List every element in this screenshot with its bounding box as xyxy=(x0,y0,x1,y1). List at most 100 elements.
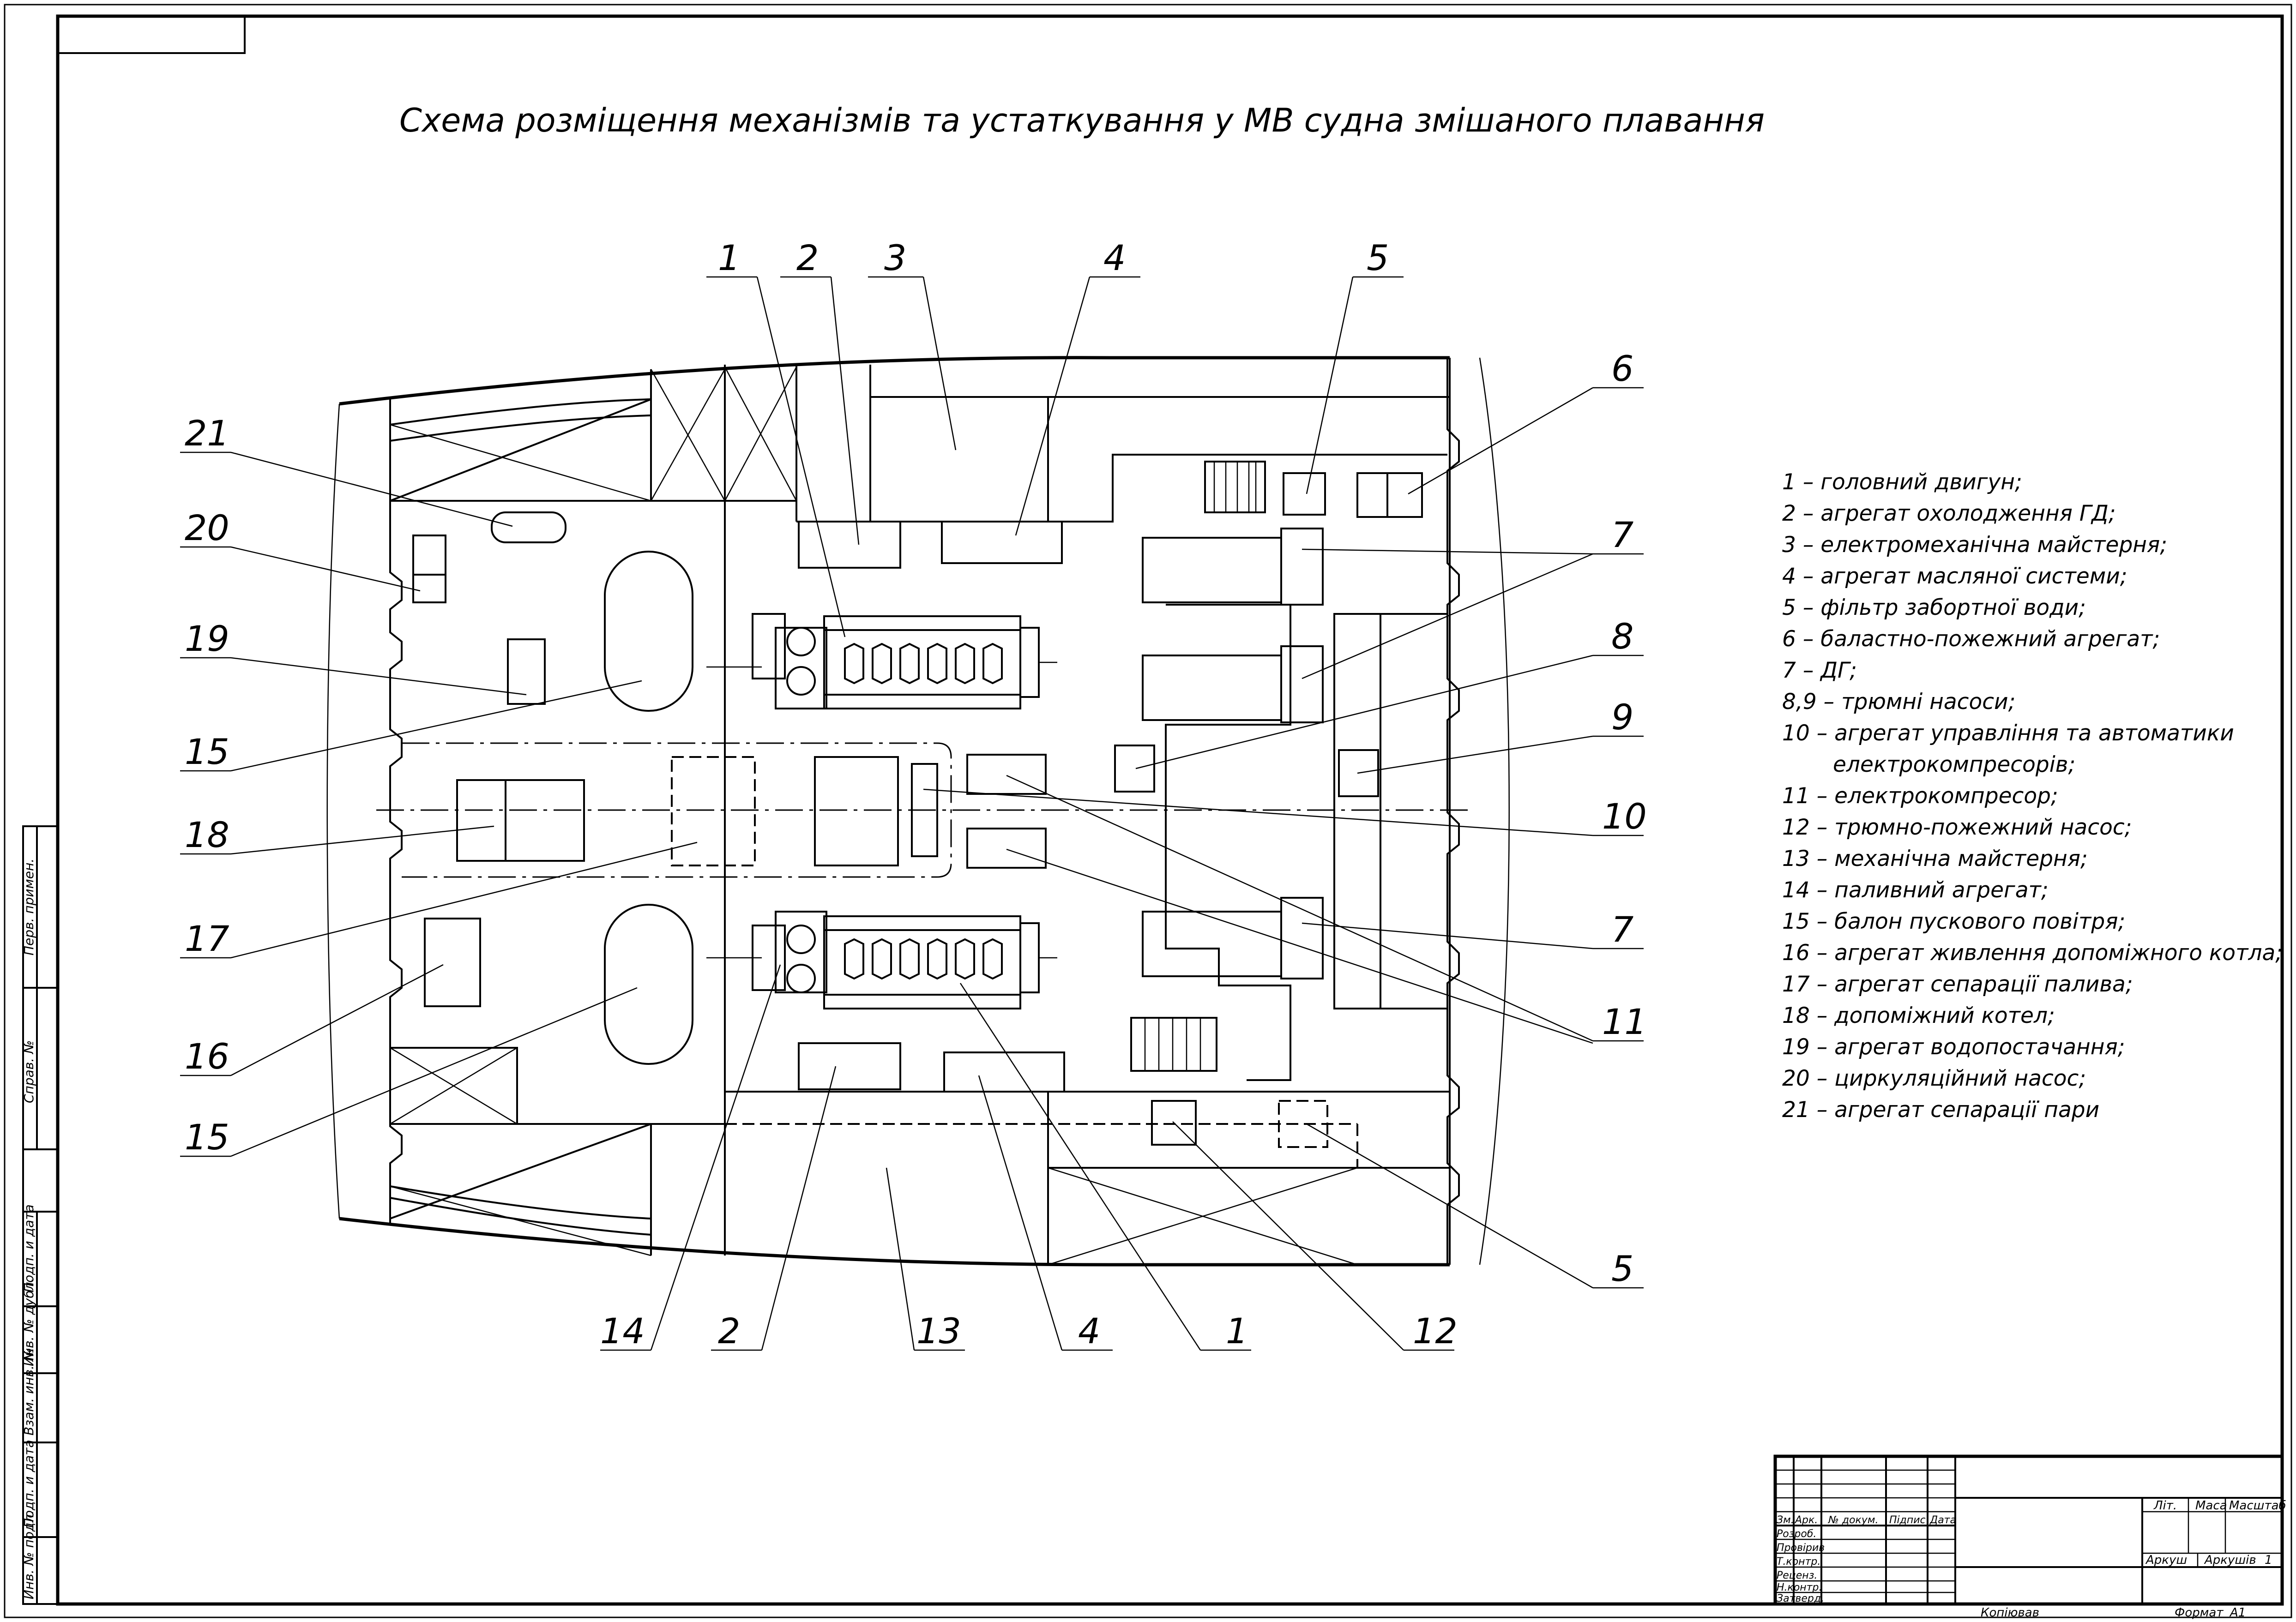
title-block: Зм. Арк. № докум. Підпис Дата Розроб. Пр… xyxy=(1773,1454,2286,1620)
callout-top-5: 5 xyxy=(1367,237,1389,278)
dg-mid-b xyxy=(1280,645,1324,723)
dg-bottom-a xyxy=(1142,911,1282,977)
stairs-bottom xyxy=(1130,1017,1217,1072)
dg-bottom-b xyxy=(1280,897,1324,979)
svg-text:Инв. № дубл.: Инв. № дубл. xyxy=(21,1278,36,1366)
svg-text:Розроб.: Розроб. xyxy=(1777,1528,1816,1540)
hull-top xyxy=(339,356,1450,406)
circulation-pump xyxy=(412,535,446,603)
svg-text:A1: A1 xyxy=(2229,1606,2246,1620)
legend-item: 14 – паливний агрегат; xyxy=(1782,877,2049,903)
air-bottle-bottom xyxy=(604,904,693,1065)
filter-top xyxy=(1283,472,1326,516)
leader-lines xyxy=(180,276,1644,1351)
legend-item: 3 – електромеханічна майстерня; xyxy=(1782,532,2167,558)
dg-mid-a xyxy=(1142,655,1282,721)
callout-left-15a: 15 xyxy=(185,731,229,772)
top-workshop xyxy=(869,365,1447,523)
callout-right-11: 11 xyxy=(1602,1001,1647,1042)
boiler-feed-unit xyxy=(424,918,481,1007)
upper-inner-line-2 xyxy=(390,415,651,442)
air-bottle-top xyxy=(604,551,693,712)
callout-bottom-14: 14 xyxy=(600,1310,645,1352)
svg-text:Літ.: Літ. xyxy=(2153,1499,2177,1513)
bilge-pump-9 xyxy=(1338,749,1379,797)
legend-item: 8,9 – трюмні насоси; xyxy=(1782,689,2015,715)
callout-right-9: 9 xyxy=(1611,697,1633,738)
svg-text:Справ. №: Справ. № xyxy=(21,1040,36,1103)
water-supply-unit xyxy=(507,638,546,705)
svg-text:Н.контр.: Н.контр. xyxy=(1777,1582,1822,1593)
svg-text:Копіював: Копіював xyxy=(1981,1606,2039,1620)
callout-left-19: 19 xyxy=(185,618,229,659)
callout-right-7b: 7 xyxy=(1611,909,1633,950)
callout-top-1: 1 xyxy=(718,237,740,278)
aux-boiler xyxy=(456,779,585,862)
callout-left-15b: 15 xyxy=(185,1117,229,1158)
svg-text:Перв. примен.: Перв. примен. xyxy=(21,859,36,955)
callout-bottom-1: 1 xyxy=(1226,1310,1248,1352)
upper-cross-1 xyxy=(390,398,651,502)
callout-left-20: 20 xyxy=(185,507,229,548)
xbox1-b xyxy=(650,369,726,501)
right-platform xyxy=(1165,604,1291,1081)
lower-xbox xyxy=(389,1047,518,1125)
cooling-unit-top xyxy=(798,521,901,569)
callout-left-21: 21 xyxy=(185,413,229,454)
steam-separator xyxy=(491,511,566,543)
callout-top-2: 2 xyxy=(796,237,819,278)
callout-left-16: 16 xyxy=(185,1036,229,1077)
legend-item-cont: електрокомпресорів; xyxy=(1833,752,2075,777)
svg-text:Маса: Маса xyxy=(2195,1499,2227,1513)
lower-cross-2 xyxy=(390,1185,651,1256)
ship-plan: 1 2 3 4 5 6 7 8 9 10 7 11 5 14 2 13 4 1 … xyxy=(180,237,1647,1352)
oil-unit-bottom xyxy=(943,1051,1065,1093)
svg-text:Подп. и дата: Подп. и дата xyxy=(21,1440,36,1528)
callout-right-10: 10 xyxy=(1602,796,1647,837)
callout-bottom-12: 12 xyxy=(1413,1310,1458,1352)
svg-text:Аркуш: Аркуш xyxy=(2145,1553,2187,1567)
inner-frame xyxy=(56,14,2284,1606)
legend-item: 13 – механічна майстерня; xyxy=(1782,846,2088,871)
legend-item: 16 – агрегат живлення допоміжного котла; xyxy=(1782,940,2283,966)
switchboard xyxy=(1333,613,1381,1009)
svg-text:№ докум.: № докум. xyxy=(1828,1514,1878,1526)
hull-stern xyxy=(326,403,340,1219)
top-left-box xyxy=(57,15,246,54)
bottom-cross-b xyxy=(1048,1167,1358,1266)
compressor-control xyxy=(966,754,1047,795)
right-step-wall xyxy=(1446,358,1460,1265)
fuel-separator xyxy=(814,756,899,866)
legend-item: 2 – агрегат охолодження ГД; xyxy=(1782,501,2116,526)
upper-inner-line xyxy=(390,398,651,426)
legend-item: 12 – трюмно-пожежний насос; xyxy=(1782,815,2132,840)
hull-bow xyxy=(1479,357,1510,1265)
upper-cross-2 xyxy=(390,424,651,502)
svg-text:Провірив: Провірив xyxy=(1777,1542,1825,1554)
legend: 1 – головний двигун; 2 – агрегат охолодж… xyxy=(1782,469,2283,1123)
legend-item: 17 – агрегат сепарації палива; xyxy=(1782,972,2133,997)
callout-bottom-13: 13 xyxy=(916,1310,961,1352)
svg-text:Аркушів: Аркушів xyxy=(2204,1553,2256,1567)
stairs-top xyxy=(1204,461,1266,513)
compressor xyxy=(966,828,1047,869)
callout-top-3: 3 xyxy=(884,237,906,278)
dg-top-a xyxy=(1142,537,1282,603)
legend-item: 7 – ДГ; xyxy=(1782,658,1857,683)
callout-top-4: 4 xyxy=(1103,237,1126,278)
main-engine-bottom xyxy=(706,911,1057,1009)
outer-frame xyxy=(4,4,2292,1618)
svg-text:Арк.: Арк. xyxy=(1794,1514,1818,1526)
callout-right-5: 5 xyxy=(1611,1248,1633,1289)
legend-item: 15 – балон пускового повітря; xyxy=(1782,909,2125,934)
svg-text:Формат: Формат xyxy=(2175,1606,2224,1620)
legend-item: 10 – агрегат управління та автоматики xyxy=(1782,721,2234,746)
svg-text:Инв. № подл.: Инв. № подл. xyxy=(21,1510,36,1599)
svg-text:Т.контр.: Т.контр. xyxy=(1777,1556,1820,1568)
lower-inner-line xyxy=(390,1185,651,1220)
filter-bottom xyxy=(1278,1100,1328,1148)
callout-left-17: 17 xyxy=(185,918,229,959)
callout-right-6: 6 xyxy=(1611,348,1633,389)
aux-boiler-feed-dashed xyxy=(671,756,756,866)
